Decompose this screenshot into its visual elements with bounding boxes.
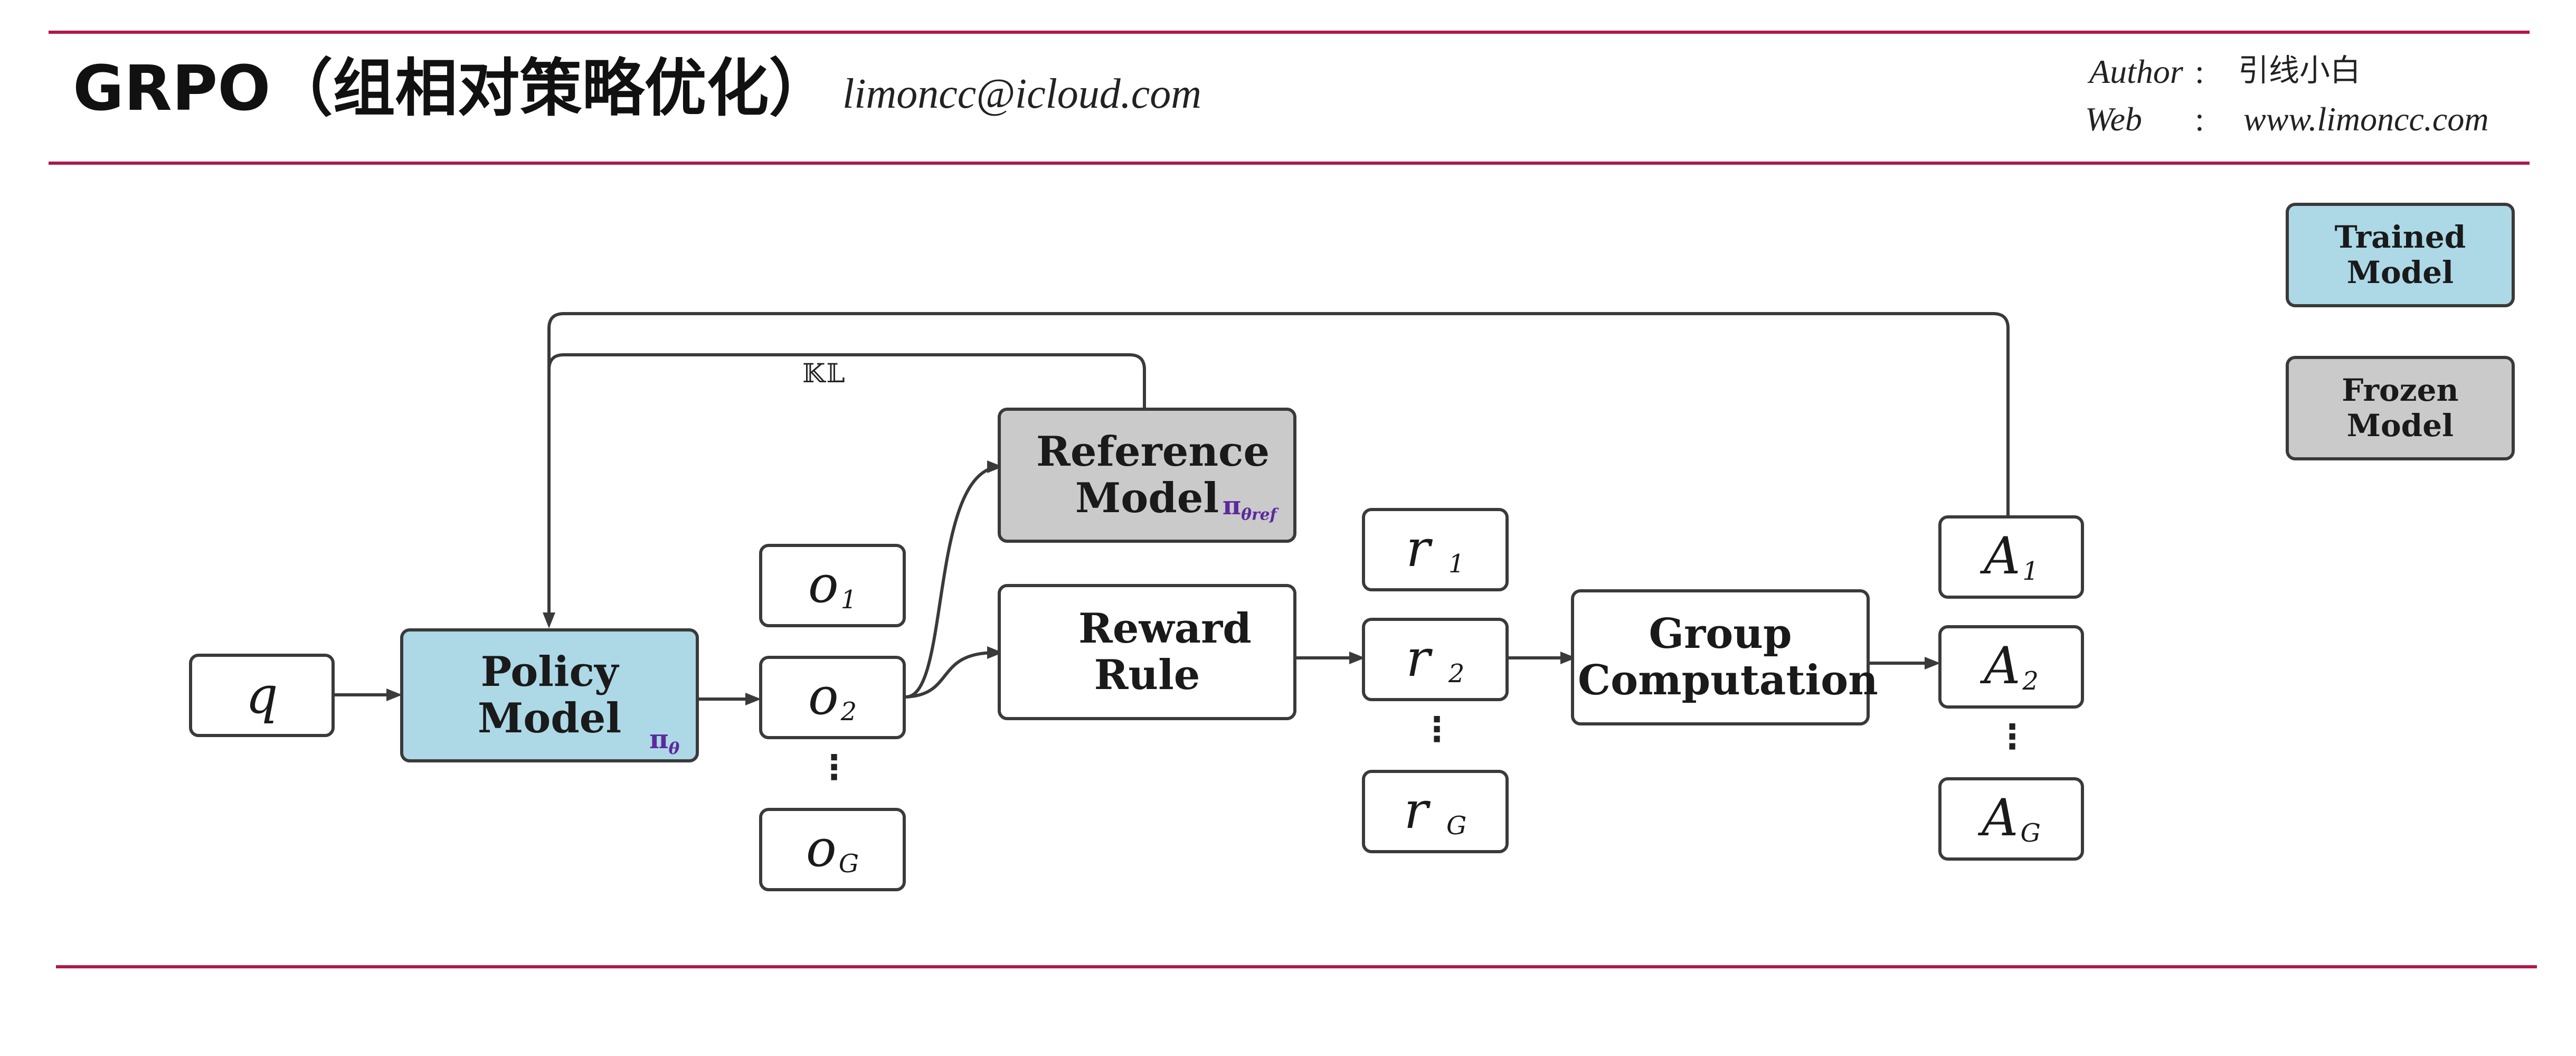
- author-sep: :: [2195, 53, 2204, 90]
- output-o1: o1: [759, 544, 906, 627]
- reward-r2: r 2: [1362, 618, 1509, 701]
- output-og-symbol: oG: [806, 818, 859, 879]
- group-computation-node: Group Computation: [1571, 589, 1878, 725]
- legend-trained-label: Trained Model: [2334, 219, 2466, 290]
- page-title: GRPO（组相对策略优化）: [73, 52, 831, 125]
- advantage-loop: [547, 312, 2010, 623]
- legend-frozen: Frozen Model: [2286, 356, 2515, 460]
- output-ellipsis: ⋮: [817, 748, 851, 787]
- legend-trained: Trained Model: [2286, 203, 2515, 307]
- policy-pi-label: πθ: [649, 723, 680, 758]
- arrowhead-q-policy: [386, 689, 402, 701]
- arrowhead-r2: [1349, 652, 1365, 664]
- header-bottom-rule: [49, 162, 2530, 165]
- arrowhead-a2: [1925, 657, 1940, 670]
- arrowhead-policy-top: [543, 612, 555, 628]
- query-node: q: [189, 654, 335, 737]
- arrowhead-reward: [987, 646, 1003, 659]
- reference-model-label: Reference Model: [1036, 427, 1270, 522]
- kl-label: 𝕂𝕃: [802, 358, 846, 389]
- author-email: limoncc@icloud.com: [842, 71, 1202, 117]
- reward-r1: r 1: [1362, 508, 1509, 591]
- advantage-ag-symbol: AG: [1982, 788, 2041, 848]
- reward-rule-label: Reward Rule: [1078, 604, 1252, 699]
- advantage-ag: AG: [1938, 777, 2084, 861]
- advantage-a2-symbol: A2: [1984, 636, 2039, 696]
- reward-r2-symbol: r 2: [1406, 628, 1465, 689]
- query-symbol: q: [245, 666, 278, 725]
- reward-rule-node: Reward Rule: [998, 584, 1296, 720]
- output-og: oG: [759, 808, 906, 891]
- policy-model-node: Policy Model: [400, 628, 699, 762]
- arrowhead-policy-o2: [745, 693, 761, 705]
- advantage-a2: A2: [1938, 625, 2084, 709]
- reward-r1-symbol: r 1: [1406, 518, 1465, 579]
- policy-pi-subscript: θ: [668, 739, 680, 758]
- group-computation-label: Group Computation: [1578, 609, 1878, 704]
- reference-model-node: Reference Model: [998, 408, 1296, 543]
- advantage-a1-symbol: A1: [1984, 526, 2039, 586]
- arrow-o2-reward: [905, 650, 998, 699]
- reference-pi-subscript: θref: [1241, 505, 1277, 524]
- footer-rule: [56, 965, 2537, 968]
- web-key: Web: [2085, 100, 2142, 138]
- author-key: Author: [2089, 53, 2183, 90]
- header-top-rule: [49, 31, 2530, 34]
- reward-rg: r G: [1362, 770, 1509, 853]
- arrowhead-group: [1560, 652, 1576, 664]
- advantage-a1: A1: [1938, 515, 2084, 599]
- web-url: www.limoncc.com: [2243, 100, 2489, 138]
- author-name: 引线小白: [2238, 52, 2361, 88]
- output-o2-symbol: o2: [808, 666, 857, 727]
- output-o1-symbol: o1: [808, 554, 857, 615]
- web-sep: :: [2195, 100, 2204, 138]
- reference-pi-label: πθref: [1223, 491, 1277, 524]
- reward-ellipsis: ⋮: [1420, 710, 1454, 749]
- legend-frozen-label: Frozen Model: [2342, 372, 2459, 444]
- arrowhead-reference: [987, 460, 1003, 473]
- reward-rg-symbol: r G: [1404, 780, 1467, 841]
- policy-model-label: Policy Model: [477, 647, 622, 742]
- arrow-o2-reference: [905, 465, 998, 699]
- output-o2: o2: [759, 656, 906, 739]
- advantage-ellipsis: ⋮: [1995, 718, 2029, 757]
